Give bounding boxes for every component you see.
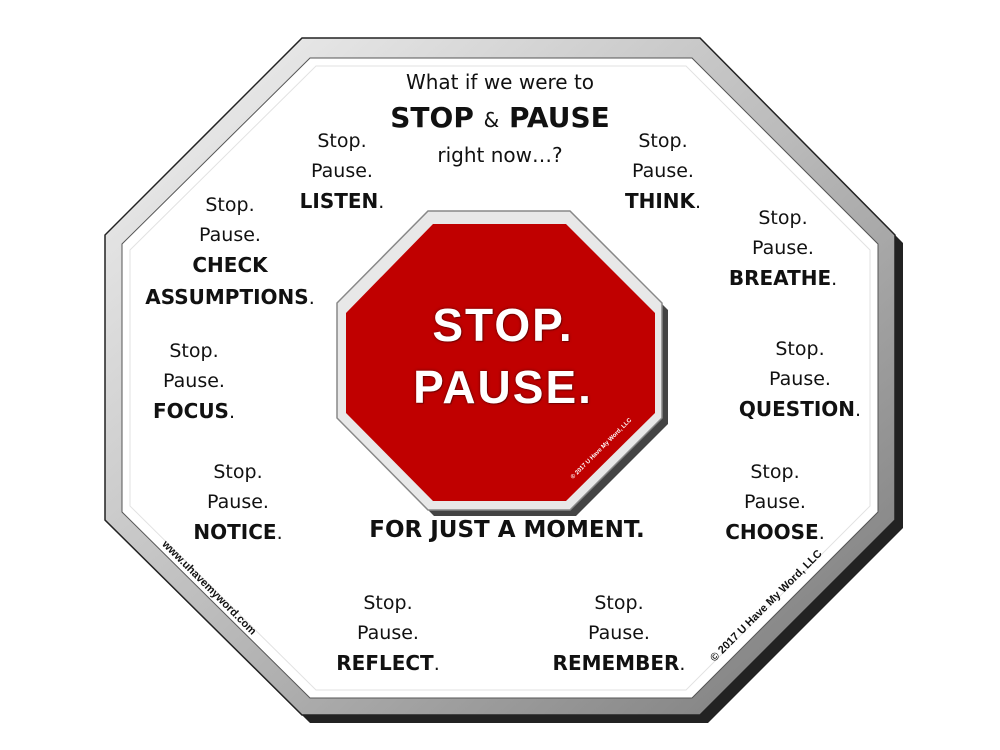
period: . bbox=[378, 191, 385, 213]
intro-amp: & bbox=[483, 108, 500, 132]
action-word: NOTICE bbox=[193, 520, 277, 544]
group-question: Stop. Pause. QUESTION. bbox=[739, 334, 861, 424]
group-notice: Stop. Pause. NOTICE. bbox=[193, 457, 282, 547]
action-word: BREATHE bbox=[728, 266, 832, 290]
period: . bbox=[831, 268, 838, 290]
pause-text: Pause. bbox=[207, 491, 269, 513]
pause-text: Pause. bbox=[199, 224, 261, 246]
intro-stop: STOP bbox=[390, 101, 474, 134]
intro-pause: PAUSE bbox=[508, 101, 610, 134]
stop-text: Stop. bbox=[317, 130, 367, 152]
period: . bbox=[433, 653, 440, 675]
action-word: REFLECT bbox=[336, 651, 434, 675]
group-breathe: Stop. Pause. BREATHE. bbox=[729, 203, 837, 293]
group-focus: Stop. Pause. FOCUS. bbox=[153, 336, 235, 426]
pause-text: Pause. bbox=[588, 622, 650, 644]
stop-text: Stop. bbox=[775, 338, 825, 360]
pause-text: Pause. bbox=[744, 491, 806, 513]
action-word-2: ASSUMPTIONS bbox=[145, 285, 309, 309]
action-word: THINK bbox=[624, 189, 696, 213]
pause-text: Pause. bbox=[311, 160, 373, 182]
group-remember: Stop. Pause. REMEMBER. bbox=[553, 588, 686, 678]
action-word: FOCUS bbox=[152, 399, 229, 423]
period: . bbox=[276, 522, 283, 544]
intro-title: STOP & PAUSE bbox=[390, 101, 610, 134]
stop-text: Stop. bbox=[213, 461, 263, 483]
intro-line3: right now…? bbox=[437, 143, 563, 167]
period: . bbox=[679, 653, 686, 675]
group-choose: Stop. Pause. CHOOSE. bbox=[725, 457, 825, 547]
pause-text: Pause. bbox=[752, 237, 814, 259]
moment-text: FOR JUST A MOMENT. bbox=[369, 517, 645, 543]
stop-text: Stop. bbox=[758, 207, 808, 229]
group-listen: Stop. Pause. LISTEN. bbox=[300, 126, 385, 216]
action-word: REMEMBER bbox=[552, 651, 680, 675]
stop-text: Stop. bbox=[169, 340, 219, 362]
stop-text: Stop. bbox=[638, 130, 688, 152]
stop-sign bbox=[346, 224, 655, 501]
action-word: LISTEN bbox=[299, 189, 379, 213]
sign-line1: STOP. bbox=[432, 299, 574, 351]
pause-text: Pause. bbox=[357, 622, 419, 644]
stop-text: Stop. bbox=[205, 194, 255, 216]
pause-text: Pause. bbox=[632, 160, 694, 182]
pause-text: Pause. bbox=[769, 368, 831, 390]
intro-line1: What if we were to bbox=[405, 70, 595, 94]
action-word: CHOOSE bbox=[725, 520, 819, 544]
action-word: CHECK bbox=[192, 253, 268, 277]
pause-text: Pause. bbox=[163, 370, 225, 392]
group-think: Stop. Pause. THINK. bbox=[625, 126, 701, 216]
stop-text: Stop. bbox=[363, 592, 413, 614]
group-check-assumptions: Stop. Pause. CHECK ASSUMPTIONS. bbox=[145, 190, 314, 312]
sign-line2: PAUSE. bbox=[413, 361, 593, 413]
period: . bbox=[695, 191, 702, 213]
group-reflect: Stop. Pause. REFLECT. bbox=[336, 588, 440, 678]
period: . bbox=[855, 399, 862, 421]
action-word: QUESTION bbox=[738, 397, 856, 421]
stop-text: Stop. bbox=[594, 592, 644, 614]
stop-text: Stop. bbox=[750, 461, 800, 483]
period: . bbox=[818, 522, 825, 544]
period: . bbox=[308, 287, 315, 309]
inner-thin-line bbox=[129, 65, 871, 691]
period: . bbox=[228, 401, 236, 423]
